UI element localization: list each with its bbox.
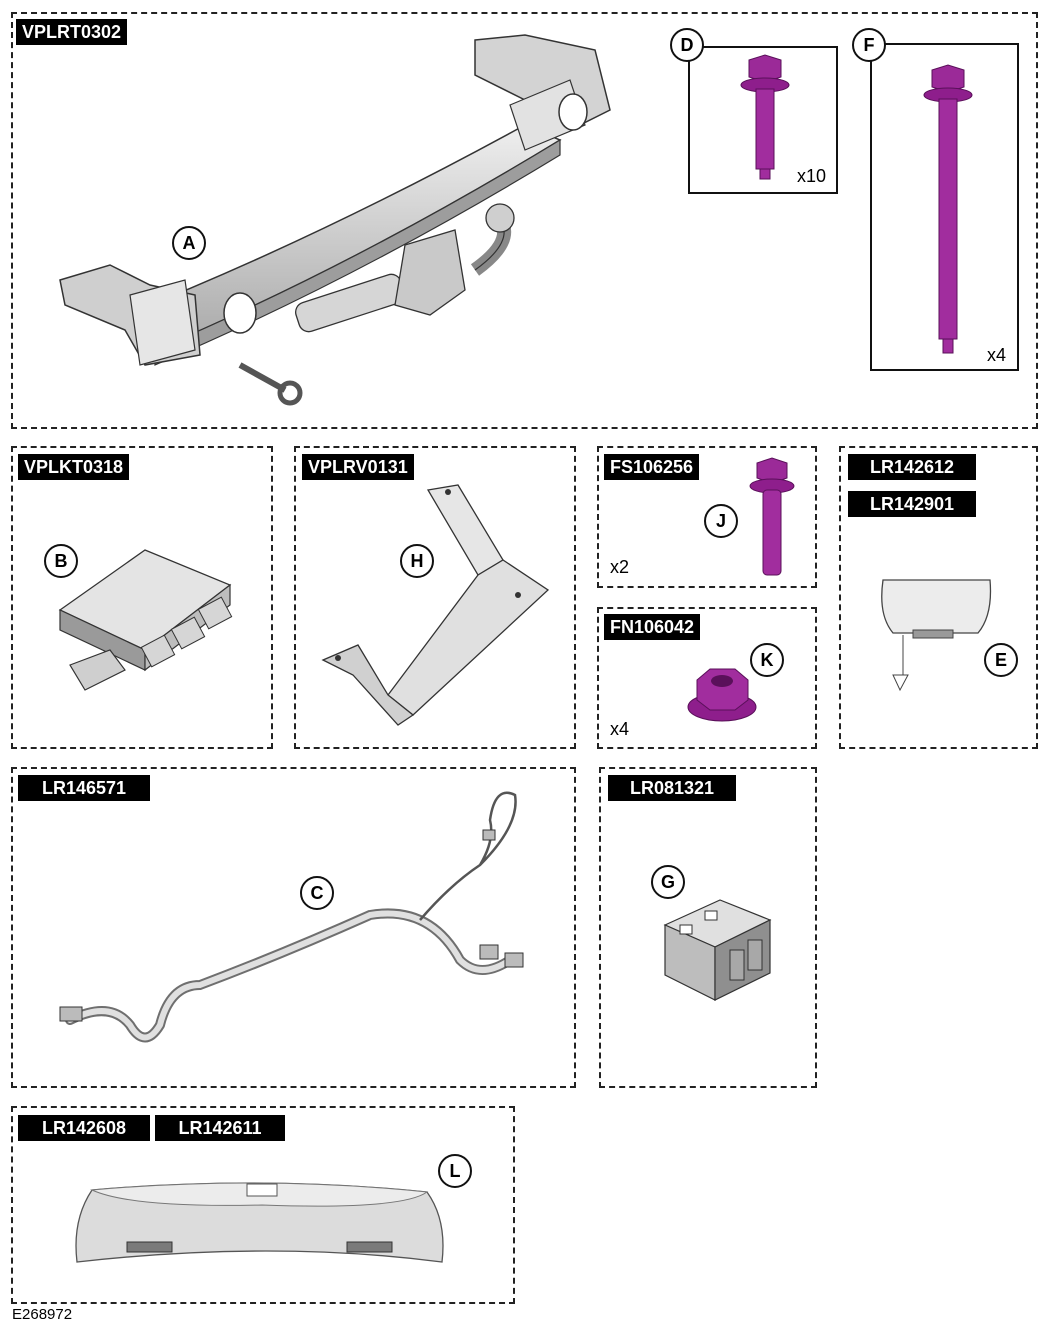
bumper-trim-illustration	[75, 1182, 444, 1263]
bolt-j-group	[597, 446, 817, 588]
callout-b: B	[44, 544, 78, 578]
quantity-j: x2	[610, 557, 630, 577]
socket-illustration	[663, 899, 772, 1001]
callout-g: G	[651, 865, 685, 899]
part-number-tow-bar: VPLRT0302	[16, 19, 128, 45]
bracket-group	[294, 446, 576, 749]
nut-k-group	[597, 607, 817, 749]
callout-l: L	[438, 1154, 472, 1188]
harness-illustration	[59, 791, 524, 1043]
part-number-bumper-trim-1: LR142608	[18, 1115, 150, 1141]
tow-bar-group	[11, 12, 1038, 429]
cover-e-group	[839, 446, 1038, 749]
module-illustration	[58, 549, 233, 691]
callout-k: K	[750, 643, 784, 677]
callout-h: H	[400, 544, 434, 578]
figure-reference: E268972	[12, 1306, 73, 1323]
part-number-nut-k: FN106042	[604, 614, 701, 640]
part-number-socket: LR081321	[608, 775, 736, 801]
part-number-bolt-j: FS106256	[604, 454, 700, 480]
module-group	[11, 446, 273, 749]
quantity-f: x4	[987, 345, 1007, 365]
quantity-d: x10	[797, 166, 827, 186]
part-number-cover-e-2: LR142901	[848, 491, 976, 517]
tow-bar-illustration	[59, 34, 611, 406]
part-number-harness: LR146571	[18, 775, 150, 801]
callout-c: C	[300, 876, 334, 910]
harness-group	[11, 767, 576, 1088]
part-number-bracket: VPLRV0131	[302, 454, 414, 480]
part-number-module: VPLKT0318	[18, 454, 130, 480]
callout-f: F	[852, 28, 886, 62]
bolt-j-illustration	[749, 457, 795, 576]
callout-a: A	[172, 226, 206, 260]
quantity-k: x4	[610, 719, 630, 739]
part-number-cover-e-1: LR142612	[848, 454, 976, 480]
bracket-illustration	[321, 484, 550, 726]
callout-e: E	[984, 643, 1018, 677]
part-number-bumper-trim-2: LR142611	[155, 1115, 285, 1141]
bolt-d-illustration	[740, 54, 790, 180]
callout-j: J	[704, 504, 738, 538]
bolt-f-illustration	[923, 64, 973, 354]
cover-e-illustration	[881, 579, 992, 692]
nut-k-illustration	[687, 668, 757, 722]
bumper-trim-group	[11, 1106, 515, 1304]
callout-d: D	[670, 28, 704, 62]
socket-group	[599, 767, 817, 1088]
